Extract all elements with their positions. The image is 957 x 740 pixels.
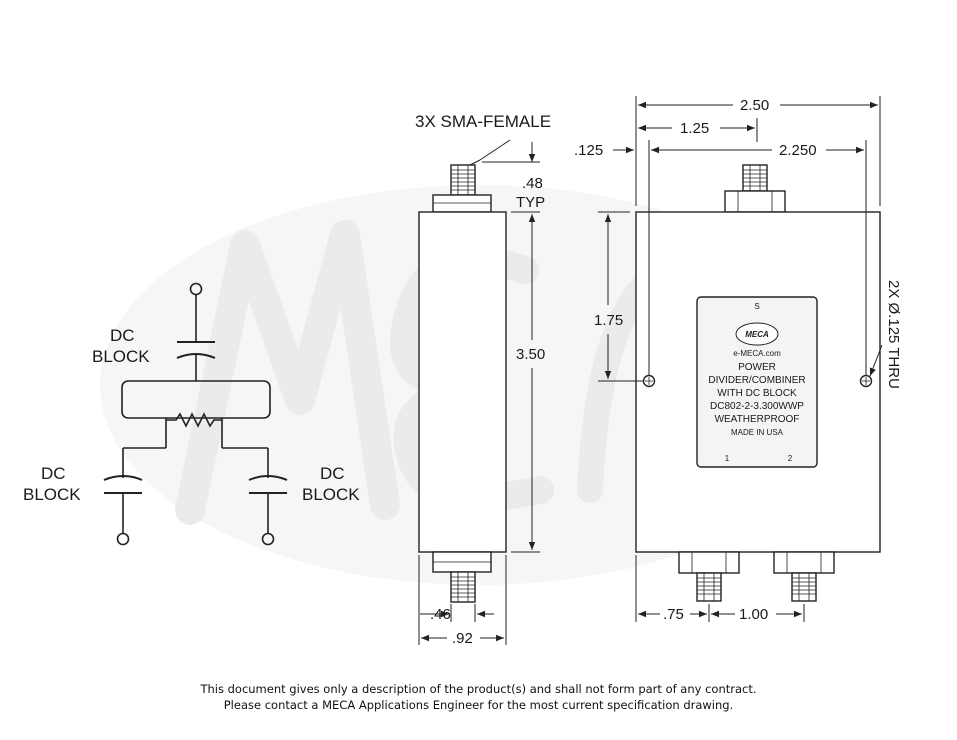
front-bottom-connector-1-nut bbox=[678, 551, 740, 574]
left-capacitor-curve bbox=[103, 475, 143, 481]
side-view-dimensions bbox=[418, 139, 540, 645]
center-to-input-dimension: 1.25 bbox=[680, 120, 709, 137]
nameplate-port-1: 1 bbox=[725, 454, 730, 463]
meca-logo-small bbox=[735, 322, 779, 346]
nameplate-website: e-MECA.com bbox=[733, 349, 781, 358]
mounting-holes-callout: 2X Ø.125 THRU bbox=[885, 280, 902, 389]
height-dimension: 3.50 bbox=[516, 346, 545, 363]
sma-female-label: 3X SMA-FEMALE bbox=[415, 112, 551, 131]
top-port-terminal bbox=[189, 282, 203, 296]
nameplate-line-5: WEATHERPROOF bbox=[715, 414, 800, 425]
side-top-connector-nut bbox=[432, 194, 492, 213]
nameplate bbox=[696, 296, 818, 468]
side-view bbox=[418, 164, 507, 603]
front-bottom-connector-2-nut bbox=[773, 551, 835, 574]
front-bottom-connector-2-thread bbox=[791, 572, 817, 602]
nameplate-line-1: POWER bbox=[738, 362, 776, 373]
nameplate-line-4: DC802-2-3.300WWP bbox=[710, 401, 804, 412]
right-capacitor-curve bbox=[248, 475, 288, 481]
dc-block-right-label-2: BLOCK bbox=[302, 485, 360, 504]
dc-block-right-label-1: DC bbox=[320, 464, 345, 483]
edge-to-port1-dimension: .75 bbox=[663, 606, 684, 623]
hole-spacing-dimension: 2.250 bbox=[779, 142, 817, 159]
overall-width-dimension: 2.50 bbox=[740, 97, 769, 114]
nameplate-line-2: DIVIDER/COMBINER bbox=[708, 375, 805, 386]
nameplate-made-in: MADE IN USA bbox=[731, 428, 784, 437]
disclaimer-line-1: This document gives only a description o… bbox=[200, 682, 757, 696]
disclaimer-line-2: Please contact a MECA Applications Engin… bbox=[223, 698, 734, 712]
hole-height-dimension: 1.75 bbox=[594, 312, 623, 329]
front-top-connector-nut bbox=[724, 190, 786, 213]
front-view bbox=[635, 164, 881, 602]
side-top-connector-thread bbox=[450, 164, 476, 196]
dc-block-left-label-1: DC bbox=[41, 464, 66, 483]
left-port-terminal bbox=[116, 532, 130, 546]
front-view-dimensions bbox=[598, 96, 883, 622]
nameplate-port-s: S bbox=[754, 302, 759, 311]
front-bottom-connector-1-thread bbox=[696, 572, 722, 602]
body-width-dimension: .92 bbox=[452, 630, 473, 647]
divider-block bbox=[121, 380, 271, 419]
top-offset-typ: TYP bbox=[516, 194, 545, 211]
side-body bbox=[418, 211, 507, 553]
edge-to-hole-dimension: .125 bbox=[574, 142, 603, 159]
connector-width-dimension: .46 bbox=[430, 606, 451, 623]
nameplate-line-3: WITH DC BLOCK bbox=[717, 388, 797, 399]
dc-block-top-label-2: BLOCK bbox=[92, 347, 150, 366]
circuit-schematic bbox=[103, 282, 288, 546]
side-bottom-connector-thread bbox=[450, 571, 476, 603]
port-spacing-dimension: 1.00 bbox=[739, 606, 768, 623]
isolation-resistor bbox=[166, 412, 222, 428]
meca-logo-text: MECA bbox=[745, 330, 769, 339]
dc-block-left-label-2: BLOCK bbox=[23, 485, 81, 504]
nameplate-port-2: 2 bbox=[788, 454, 793, 463]
top-offset-dimension: .48 bbox=[522, 175, 543, 192]
right-port-terminal bbox=[261, 532, 275, 546]
dc-block-top-label-1: DC bbox=[110, 326, 135, 345]
